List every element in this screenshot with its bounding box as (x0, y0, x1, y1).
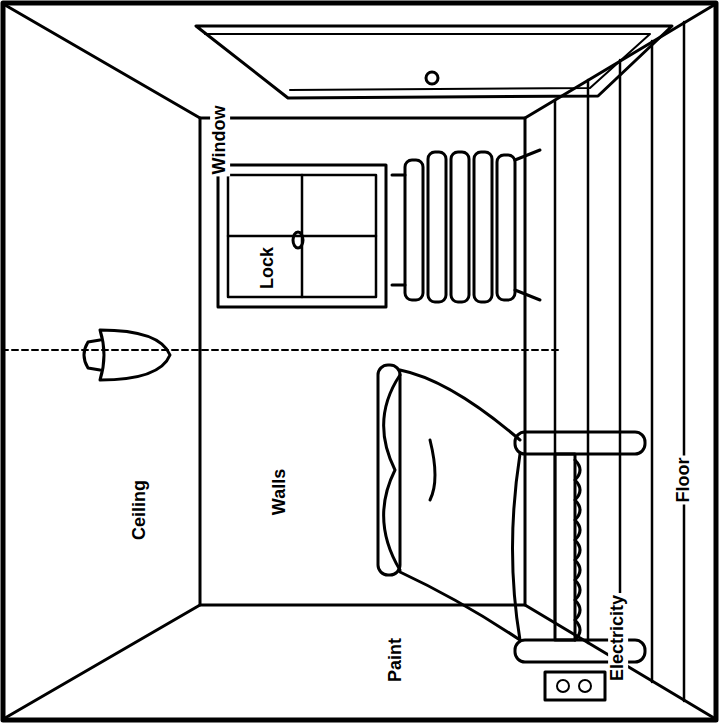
frame (3, 3, 716, 720)
part-label: Ceiling (130, 478, 150, 542)
door-knob (426, 72, 438, 84)
part-label: Walls (270, 467, 290, 517)
ceiling-lamp (84, 330, 170, 380)
part-label: Electricity (608, 593, 628, 683)
part-label: Window (210, 104, 230, 177)
part-label: Lock (258, 245, 278, 291)
window-lock (293, 232, 303, 248)
edge (5, 5, 200, 118)
window (218, 165, 386, 307)
part-label: Paint (386, 636, 406, 684)
fold-line (2, 349, 560, 351)
window-frame (228, 175, 376, 297)
bed (378, 365, 645, 662)
edge (5, 605, 200, 718)
door-frame (205, 34, 650, 90)
electric-socket (545, 672, 605, 700)
floor-boards (555, 22, 684, 701)
radiator (392, 150, 540, 302)
back-wall (200, 118, 525, 605)
door (196, 26, 672, 98)
part-label: Floor (674, 456, 694, 505)
